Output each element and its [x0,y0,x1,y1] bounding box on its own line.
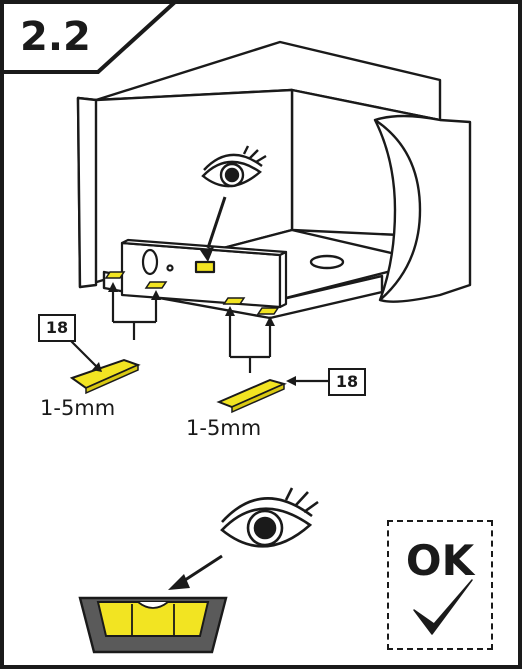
floor-hole [309,254,345,270]
cabinet-right-curve [374,119,422,301]
arrowhead-eye-to-level [200,247,214,262]
arrow-eye-to-vial [181,554,223,584]
part-tag-left: 18 [38,314,76,342]
cabinet-left-outer [76,96,98,289]
bubble-vial [78,596,228,654]
right-bracket-arrows [228,310,272,373]
shim-range-left: 1-5mm [40,396,116,420]
step-tab [0,0,181,74]
ok-box: OK [387,520,493,650]
arrowhead-right-2 [265,316,275,326]
shim-pad-4 [256,307,280,315]
tag-arrowhead-left [92,362,102,372]
tag-leader-left [67,337,99,369]
step-number: 2.2 [20,14,91,60]
arrowhead-left-2 [151,290,161,300]
eye-icon [201,145,267,188]
shim-left-edge [85,363,139,395]
arrowhead-left-1 [108,282,118,292]
tag-arrowhead-right [286,376,296,386]
part-tag-right: 18 [328,368,366,396]
shim-right-edge [231,382,285,414]
arrow-eye-to-level [206,196,227,249]
arrowhead-eye-to-vial [168,574,190,590]
shim-pad-1 [104,271,126,279]
shim-range-right: 1-5mm [186,416,262,440]
checkmark-icon [413,579,473,635]
shim-pads [104,271,280,315]
ok-label: OK [405,536,475,585]
shim-pad-2 [144,281,168,289]
arrowhead-right-1 [225,306,235,316]
shim-pad-3 [222,297,246,305]
spirit-level [120,238,288,309]
eye-icon-large [220,487,319,548]
